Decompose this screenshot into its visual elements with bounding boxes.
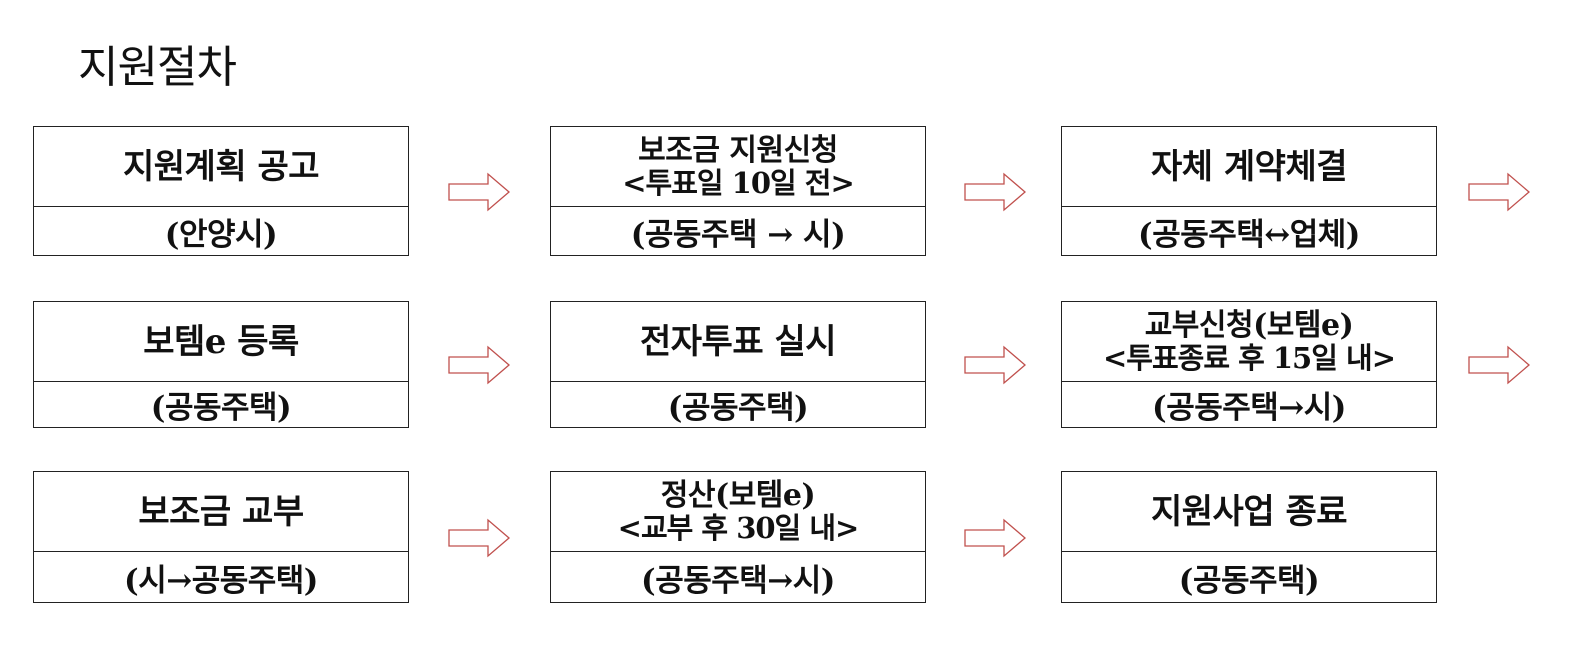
step-box-5: 전자투표 실시 (공동주택) [550,301,926,428]
step-actor: (공동주택) [667,390,809,426]
step-box-9: 지원사업 종료 (공동주택) [1061,471,1437,603]
step-title: 지원계획 공고 [122,146,320,187]
step-title-cell: 자체 계약체결 [1062,127,1436,207]
flow-arrow-icon [448,518,510,558]
step-title: 자체 계약체결 [1150,146,1348,187]
step-actor: (공동주택) [150,390,292,426]
flow-arrow-icon [1468,345,1530,385]
page-title: 지원절차 [78,42,237,93]
step-box-8: 정산(보템e) <교부 후 30일 내> (공동주택→시) [550,471,926,603]
flow-arrow-icon [964,518,1026,558]
step-box-4: 보템e 등록 (공동주택) [33,301,409,428]
step-box-7: 보조금 교부 (시→공동주택) [33,471,409,603]
flow-arrow-icon [448,172,510,212]
step-title: 전자투표 실시 [639,321,837,362]
flow-arrow-icon [448,345,510,385]
step-actor: (공동주택→시) [641,562,835,599]
step-box-1: 지원계획 공고 (안양시) [33,126,409,256]
step-box-2: 보조금 지원신청 <투표일 10일 전> (공동주택 → 시) [550,126,926,256]
step-deadline-note: <교부 후 30일 내> [617,510,860,545]
step-actor: (공동주택↔업체) [1138,216,1360,253]
step-box-6: 교부신청(보템e) <투표종료 후 15일 내> (공동주택→시) [1061,301,1437,428]
step-title-cell: 지원사업 종료 [1062,472,1436,552]
step-title: 교부신청(보템e) [1144,307,1354,343]
step-title: 정산(보템e) [660,477,816,513]
flow-arrow-icon [964,172,1026,212]
step-box-3: 자체 계약체결 (공동주택↔업체) [1061,126,1437,256]
step-deadline-note: <투표일 10일 전> [622,165,855,200]
step-title-cell: 보조금 교부 [34,472,408,552]
step-title: 보템e 등록 [143,321,299,362]
step-title-cell: 전자투표 실시 [551,302,925,382]
step-title-cell: 보템e 등록 [34,302,408,382]
step-title-cell: 정산(보템e) <교부 후 30일 내> [551,472,925,552]
step-actor: (안양시) [164,216,278,253]
step-actor: (공동주택) [1178,562,1320,599]
flow-arrow-icon [964,345,1026,385]
step-actor: (공동주택→시) [1152,390,1346,426]
step-deadline-note: <투표종료 후 15일 내> [1102,340,1396,375]
step-title: 보조금 교부 [138,491,304,532]
step-title: 지원사업 종료 [1150,491,1348,532]
step-actor: (공동주택 → 시) [630,216,846,253]
step-actor: (시→공동주택) [124,562,318,599]
step-title-cell: 교부신청(보템e) <투표종료 후 15일 내> [1062,302,1436,382]
step-title-cell: 보조금 지원신청 <투표일 10일 전> [551,127,925,207]
step-title-cell: 지원계획 공고 [34,127,408,207]
flow-arrow-icon [1468,172,1530,212]
step-title: 보조금 지원신청 [638,132,838,168]
